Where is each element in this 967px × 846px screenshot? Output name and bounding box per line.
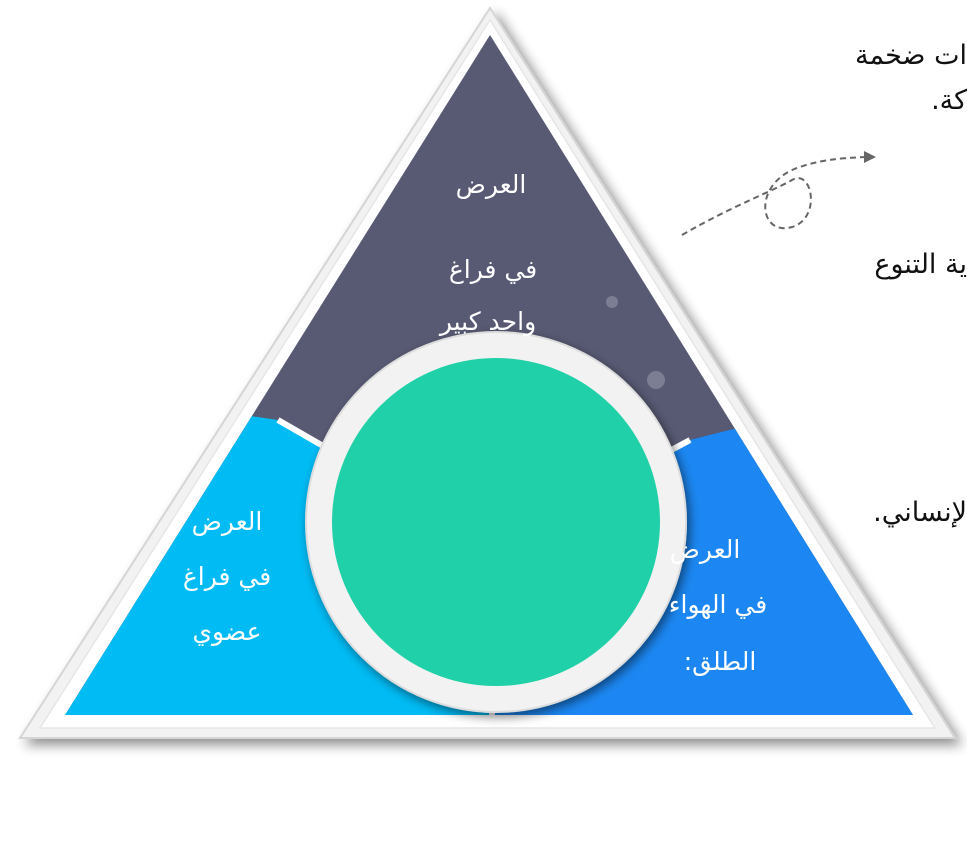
top-segment-line2: واحد كبير <box>438 307 536 337</box>
top-segment-line1: في فراغ <box>449 255 537 284</box>
left-segment-line1: العرض <box>192 507 263 536</box>
decor-speck-1 <box>606 296 618 308</box>
right-segment-line2: في الهواء <box>669 590 767 620</box>
decor-speck-2 <box>647 371 665 389</box>
left-segment-line2: في فراغ <box>183 562 271 591</box>
center-circle <box>332 358 660 686</box>
side-note-3: ية التنوع <box>874 249 967 280</box>
right-segment-line1: العرض <box>670 535 741 564</box>
arrow-head-icon <box>864 151 876 163</box>
top-segment-title: العرض <box>456 170 527 199</box>
left-segment-line3: عضوي <box>192 617 261 646</box>
side-note-1: ات ضخمة <box>855 40 967 71</box>
right-segment-line3: الطلق: <box>684 647 757 676</box>
dashed-arrow <box>681 156 867 236</box>
side-note-4: لإنساني. <box>873 497 967 528</box>
side-note-2: كة. <box>931 85 967 116</box>
